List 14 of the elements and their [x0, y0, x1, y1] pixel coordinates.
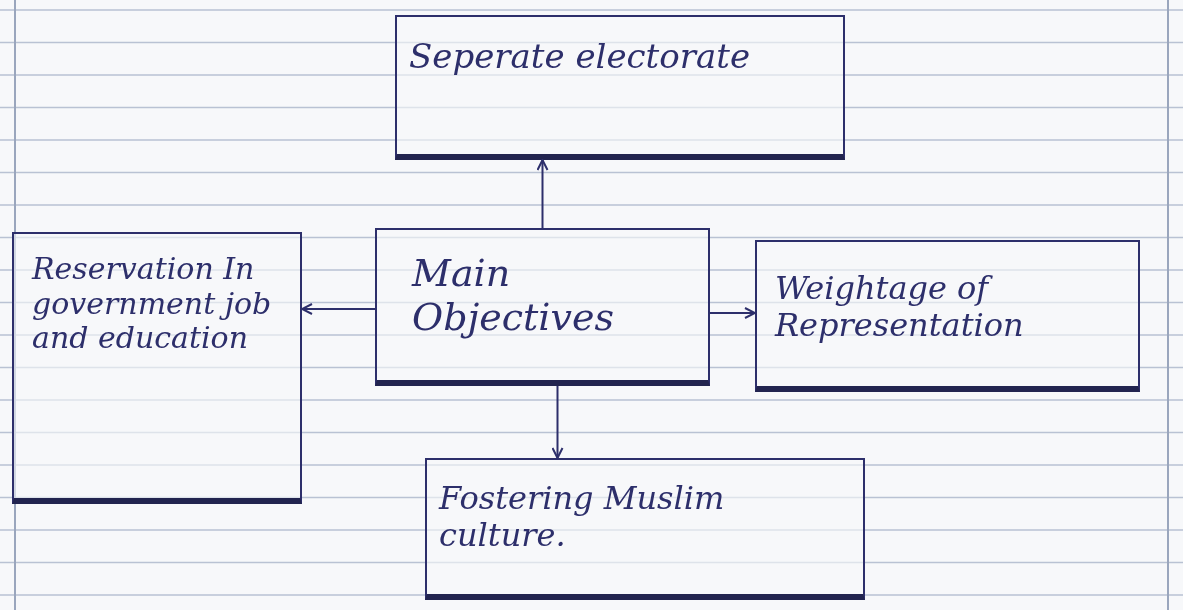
arrow	[709, 307, 756, 319]
note-box	[395, 15, 845, 160]
arrow	[301, 303, 376, 315]
note-box	[425, 458, 865, 600]
note-box	[12, 232, 302, 504]
arrow	[536, 159, 549, 229]
box-text: Main Objectives	[412, 252, 615, 340]
arrow	[551, 385, 564, 459]
box-text: Fostering Muslim culture.	[439, 480, 726, 554]
box-text: Reservation In government job and education	[32, 252, 273, 356]
note-box	[755, 240, 1140, 392]
box-text: Seperate electorate	[409, 37, 751, 77]
box-text: Weightage of Representation	[775, 270, 1025, 344]
note-box	[375, 228, 710, 386]
